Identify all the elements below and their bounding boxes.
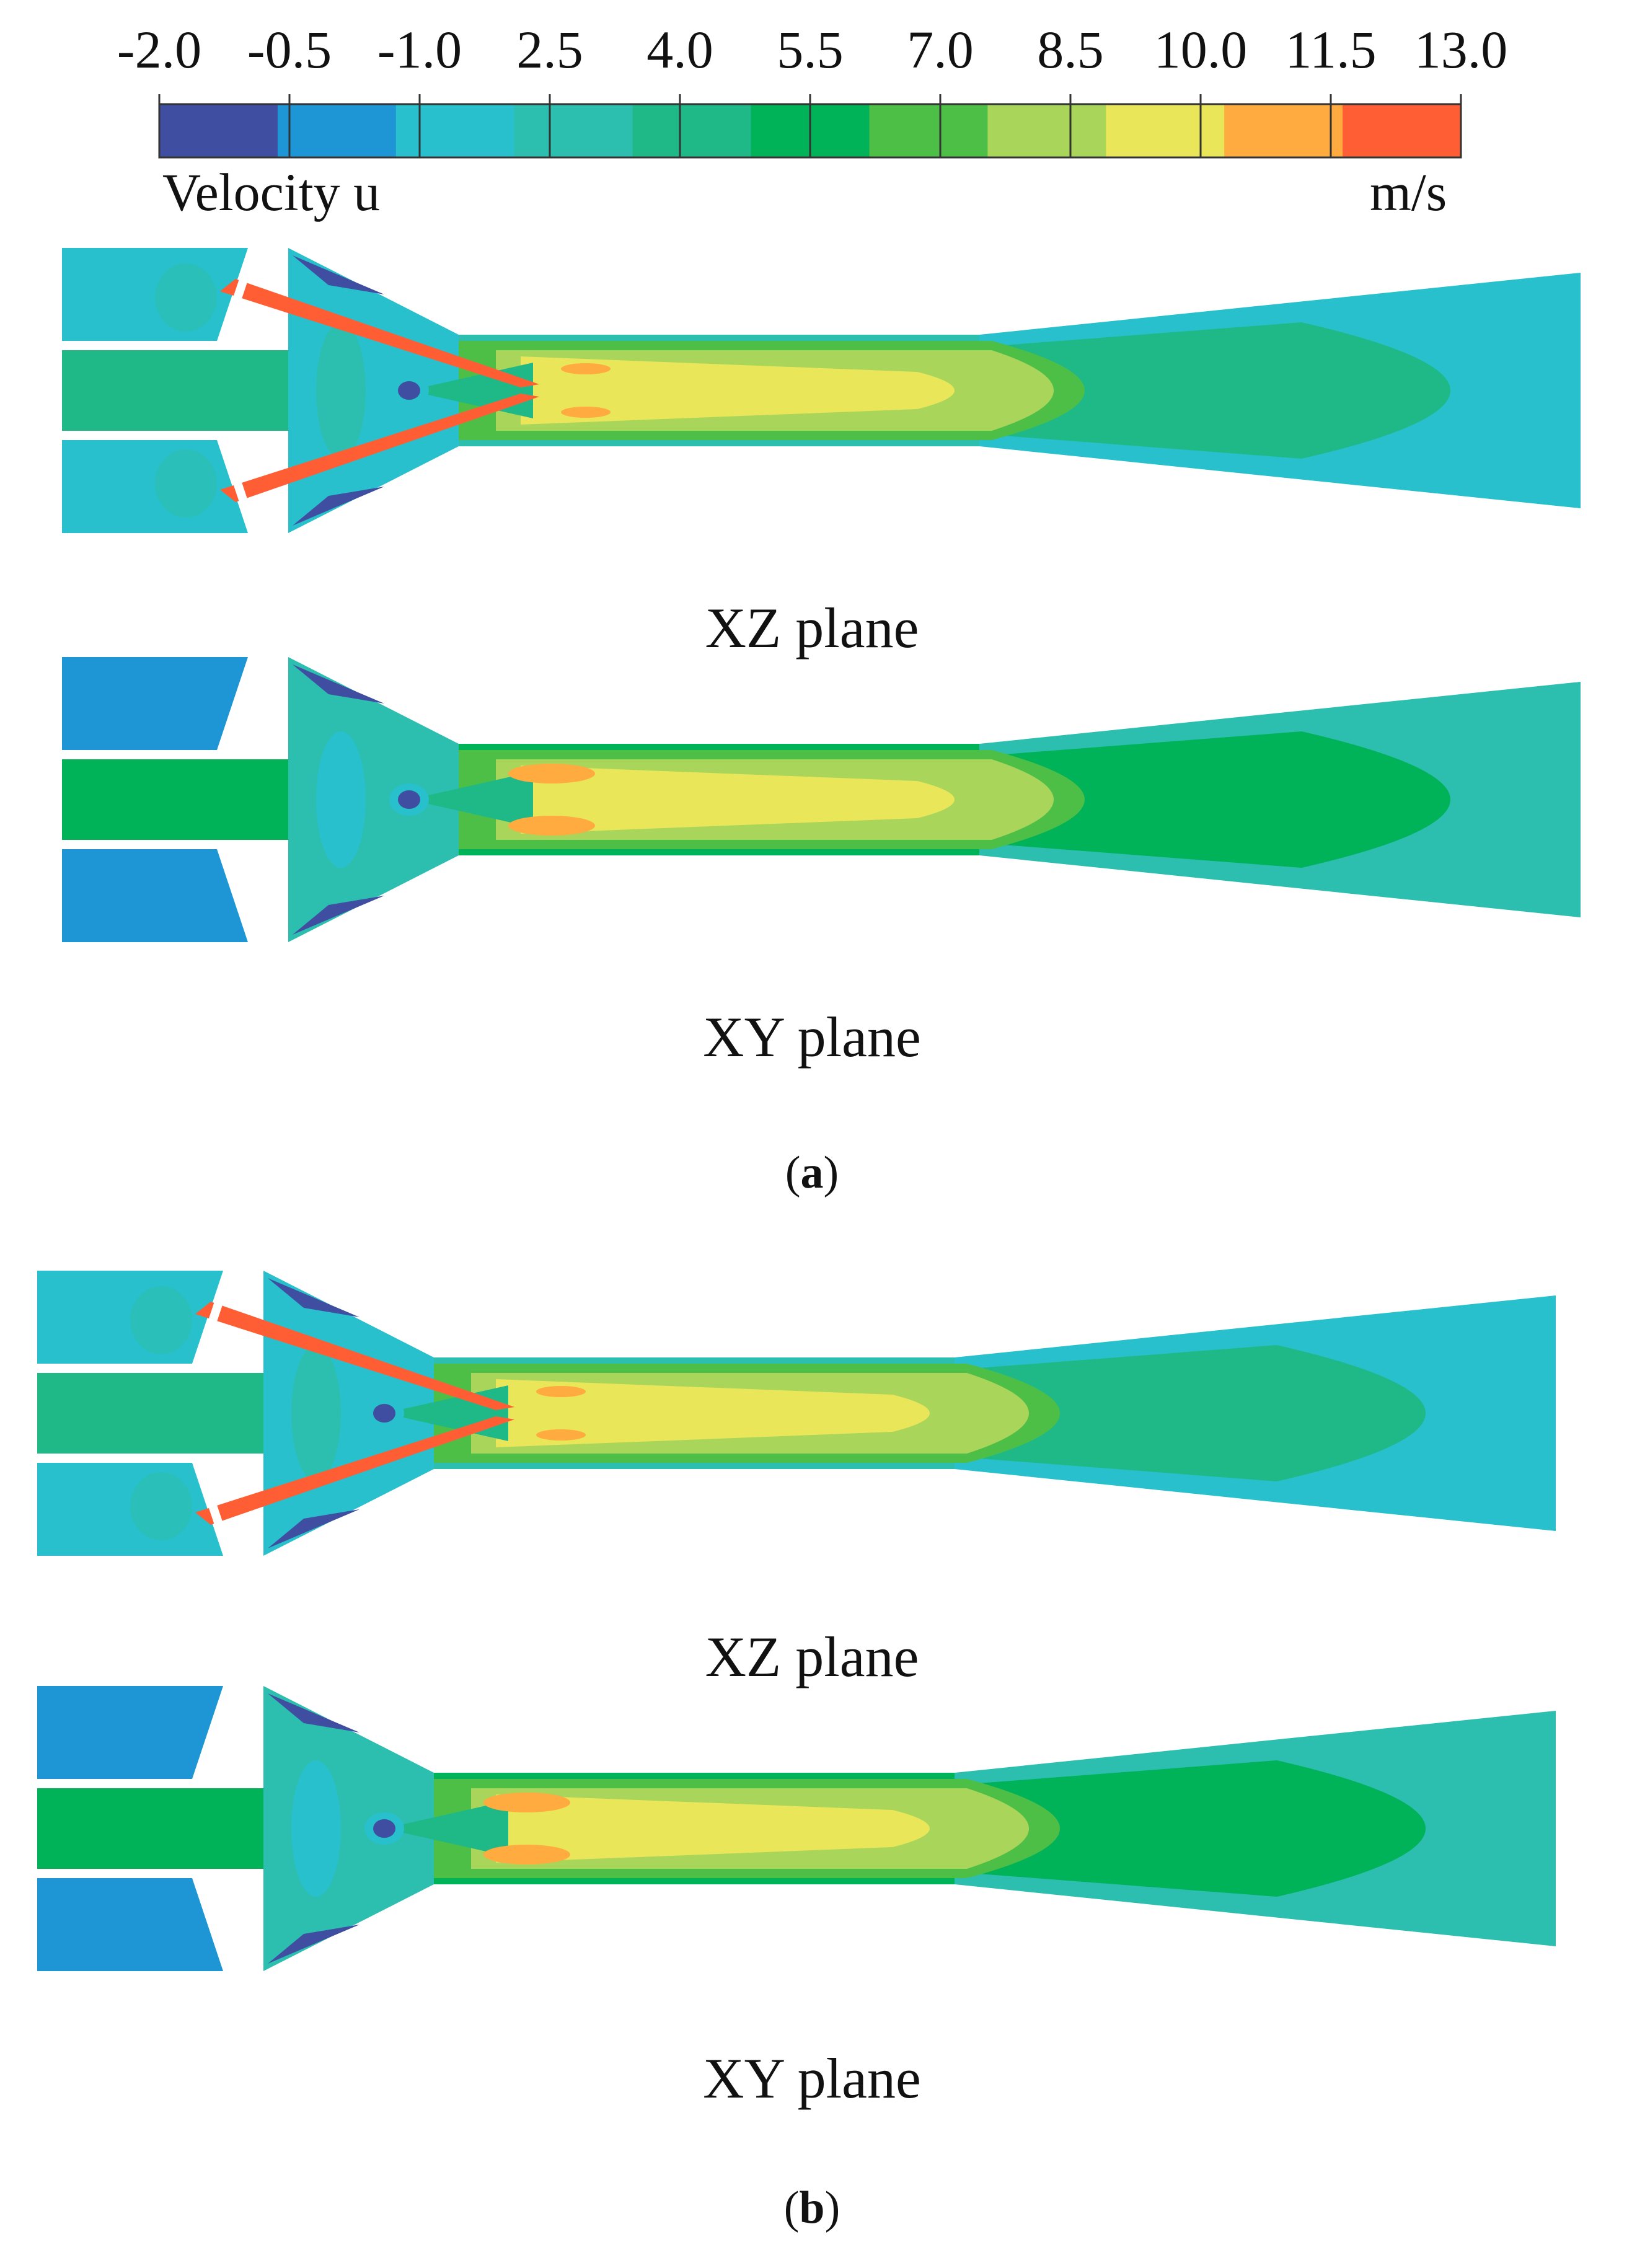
colorbar-tick-label: -1.0 xyxy=(377,20,462,79)
plume-contour-10 xyxy=(496,1794,930,1863)
high-velocity-lobe-lower xyxy=(483,1845,570,1864)
inlet-blob xyxy=(130,1472,192,1540)
colorbar-title: Velocity u xyxy=(162,162,381,222)
inlet-blob xyxy=(155,263,217,332)
contour-plot-xy xyxy=(37,1684,1556,1973)
recirculation-zone-upper xyxy=(268,1693,359,1732)
recirculation-zone-lower xyxy=(293,487,384,526)
colorbar-swatch xyxy=(1106,104,1225,157)
wall-gap xyxy=(194,1876,234,1973)
jet-upper xyxy=(220,279,539,387)
chamber-inner xyxy=(316,322,366,459)
recirculation-zone-upper xyxy=(293,664,384,704)
contour-plot-xy xyxy=(62,655,1581,944)
high-velocity-lobe-lower xyxy=(508,816,595,836)
jet-tip-lower xyxy=(536,1429,586,1441)
recirculation-zone-lower xyxy=(293,896,384,935)
vortex-core xyxy=(398,381,420,400)
inlet-blob xyxy=(155,449,217,518)
vortex-core xyxy=(373,1404,395,1423)
diffuser-core xyxy=(955,1760,1426,1897)
colorbar-tick-label: -0.5 xyxy=(247,20,332,79)
jet-tip-upper xyxy=(561,363,611,374)
wall-gap xyxy=(219,438,258,535)
wall-gap xyxy=(219,847,258,944)
high-velocity-lobe-upper xyxy=(483,1793,570,1812)
contour-plot-xz xyxy=(62,246,1581,535)
main-inlet-pipe xyxy=(37,1373,304,1454)
jet-tip-lower xyxy=(561,407,611,418)
chamber-inner xyxy=(291,1345,341,1481)
contour-plot-xz xyxy=(37,1269,1556,1558)
plume-root xyxy=(384,1801,508,1856)
side-inlet-lower xyxy=(37,1463,223,1556)
main-inlet-pipe xyxy=(37,1788,304,1869)
side-inlet-upper xyxy=(37,1686,223,1779)
diffuser-core xyxy=(979,731,1450,868)
jet-tip-upper xyxy=(536,1386,586,1397)
colorbar-swatch xyxy=(869,104,988,157)
side-inlet-lower xyxy=(37,1878,223,1971)
colorbar-swatch xyxy=(159,104,278,157)
wall-gap xyxy=(219,246,258,343)
panel-label-a: (a) xyxy=(785,1147,839,1198)
colorbar-swatch xyxy=(987,104,1106,157)
colorbar-swatch xyxy=(1224,104,1343,157)
jet-lower xyxy=(195,1416,514,1525)
recirculation-zone-lower xyxy=(268,1925,359,1964)
colorbar-unit: m/s xyxy=(1370,162,1447,222)
recirculation-zone-upper xyxy=(293,255,384,294)
side-inlet-lower xyxy=(62,440,248,533)
chamber-inner xyxy=(316,731,366,868)
colorbar-swatch xyxy=(1343,104,1462,157)
jet-lower xyxy=(220,394,539,502)
high-velocity-lobe-upper xyxy=(508,764,595,783)
main-inlet-pipe xyxy=(62,759,329,840)
side-inlet-lower xyxy=(62,849,248,942)
wall-gap xyxy=(194,1684,234,1781)
diffuser-core xyxy=(979,322,1450,459)
colorbar-tick-label: -2.0 xyxy=(117,20,202,79)
recirculation-zone-lower xyxy=(268,1509,359,1548)
colorbar-tick-label: 2.5 xyxy=(516,20,583,79)
colorbar-tick-label: 5.5 xyxy=(777,20,844,79)
recirculation-zone-upper xyxy=(268,1278,359,1317)
colorbar-graphic xyxy=(158,94,1462,159)
plume-contour-10 xyxy=(496,1379,930,1447)
panel-label-b: (b) xyxy=(783,2182,840,2233)
wall-gap xyxy=(194,1269,234,1366)
plume-contour-10 xyxy=(521,356,955,425)
vortex-core xyxy=(373,1819,395,1838)
main-inlet-pipe xyxy=(62,350,329,431)
diffuser-core xyxy=(955,1345,1426,1481)
wall-gap xyxy=(194,1461,234,1558)
colorbar-swatch xyxy=(395,104,515,157)
colorbar-tick-label: 10.0 xyxy=(1153,20,1248,79)
plume-contour-10 xyxy=(521,766,955,834)
vortex-core xyxy=(398,790,420,809)
plane-label-b-xy: XY plane xyxy=(703,2047,921,2110)
colorbar-tick-label: 11.5 xyxy=(1285,20,1377,79)
plume-root xyxy=(409,772,533,827)
plane-label-a-xz: XZ plane xyxy=(705,596,919,660)
colorbar-tick-label: 8.5 xyxy=(1037,20,1104,79)
colorbar-tick-label: 4.0 xyxy=(646,20,713,79)
mixing-chamber xyxy=(288,657,459,942)
jet-upper xyxy=(195,1302,514,1410)
side-inlet-upper xyxy=(62,248,248,341)
side-inlet-upper xyxy=(62,657,248,750)
plane-label-b-xz: XZ plane xyxy=(705,1625,919,1688)
plane-label-a-xy: XY plane xyxy=(703,1005,921,1069)
colorbar-tick-label: 7.0 xyxy=(907,20,974,79)
colorbar-swatch xyxy=(632,104,752,157)
colorbar-swatch xyxy=(514,104,633,157)
colorbar-tick-label: 13.0 xyxy=(1414,20,1508,79)
inlet-blob xyxy=(130,1286,192,1354)
side-inlet-upper xyxy=(37,1271,223,1364)
chamber-inner xyxy=(291,1760,341,1897)
colorbar-swatch xyxy=(277,104,397,157)
wall-gap xyxy=(219,655,258,752)
mixing-chamber xyxy=(263,1686,434,1971)
